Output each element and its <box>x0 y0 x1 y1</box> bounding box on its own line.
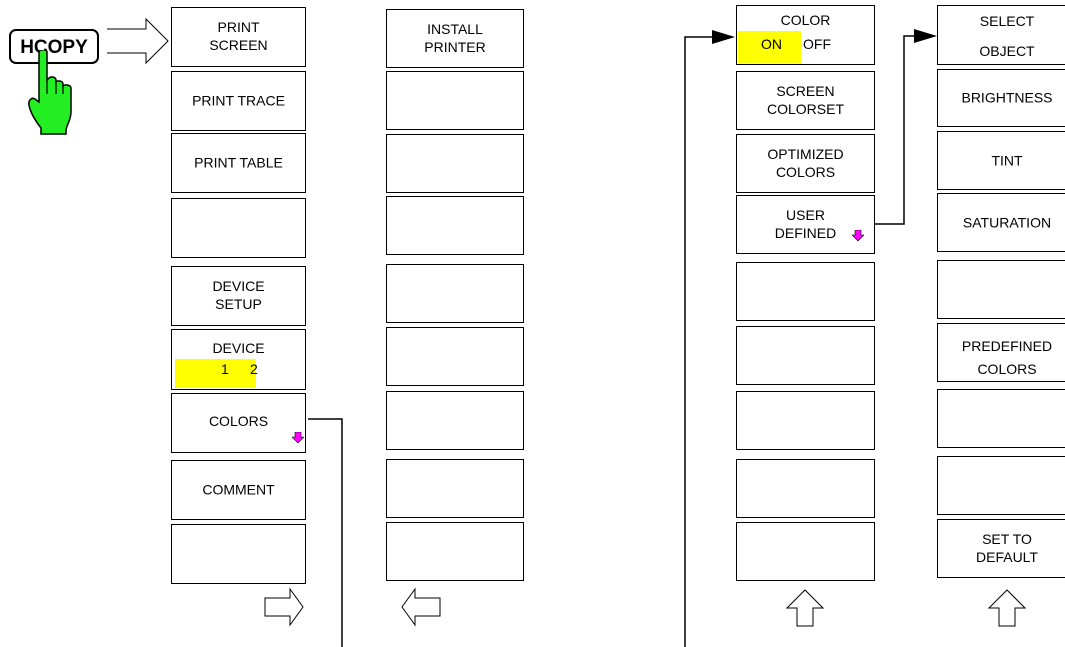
colors-wire-up <box>684 36 722 647</box>
empty-softkey-3[interactable] <box>386 71 524 130</box>
predefined-colors-softkey[interactable]: PREDEFINED COLORS <box>937 323 1065 382</box>
device-softkey[interactable]: DEVICE 1 2 <box>171 329 306 390</box>
user-defined-wire <box>875 35 924 225</box>
empty-softkey-6[interactable] <box>386 264 524 323</box>
install-printer-softkey[interactable]: INSTALL PRINTER <box>386 9 524 68</box>
finger-press-icon <box>28 50 72 135</box>
empty-softkey-14[interactable] <box>736 459 875 518</box>
colors-softkey[interactable]: COLORS <box>171 393 306 453</box>
next-arrow-icon <box>264 587 304 627</box>
device-setup-softkey[interactable]: DEVICE SETUP <box>171 266 306 326</box>
empty-softkey-13[interactable] <box>736 391 875 450</box>
empty-softkey-11[interactable] <box>736 262 875 321</box>
empty-softkey-18[interactable] <box>937 456 1065 515</box>
color-on-highlight <box>738 31 801 63</box>
saturation-softkey[interactable]: SATURATION <box>937 193 1065 252</box>
device-1-highlight <box>175 359 256 388</box>
empty-softkey-8[interactable] <box>386 391 524 450</box>
brightness-softkey[interactable]: BRIGHTNESS <box>937 69 1065 127</box>
empty-softkey-5[interactable] <box>386 196 524 255</box>
color-softkey[interactable]: COLOR ON OFF <box>736 5 875 65</box>
print-table-softkey[interactable]: PRINT TABLE <box>171 133 306 193</box>
back-arrow-icon <box>401 587 441 627</box>
empty-softkey-17[interactable] <box>937 389 1065 448</box>
up-arrow-icon-menu3 <box>785 589 825 627</box>
color-off-option: OFF <box>803 36 831 52</box>
optimized-colors-softkey[interactable]: OPTIMIZED COLORS <box>736 134 875 193</box>
up-arrow-icon-menu4 <box>987 589 1027 627</box>
empty-softkey-16[interactable] <box>937 260 1065 319</box>
empty-softkey-15[interactable] <box>736 522 875 581</box>
hcopy-hardkey[interactable]: HCOPY <box>9 29 99 64</box>
tint-softkey[interactable]: TINT <box>937 131 1065 190</box>
empty-softkey-7[interactable] <box>386 327 524 386</box>
screen-colorset-softkey[interactable]: SCREEN COLORSET <box>736 71 875 130</box>
device-option-2: 2 <box>250 361 258 377</box>
hcopy-arrow-icon <box>107 17 169 65</box>
color-arrowhead-icon <box>712 30 735 44</box>
print-screen-softkey[interactable]: PRINT SCREEN <box>171 7 306 67</box>
empty-softkey-10[interactable] <box>386 522 524 581</box>
select-object-arrowhead-icon <box>914 29 937 43</box>
hcopy-label: HCOPY <box>20 37 88 58</box>
color-on-option: ON <box>761 36 782 52</box>
user-defined-softkey[interactable]: USER DEFINED <box>736 195 875 254</box>
empty-softkey-12[interactable] <box>736 326 875 385</box>
print-trace-softkey[interactable]: PRINT TRACE <box>171 71 306 131</box>
empty-softkey-1[interactable] <box>171 198 306 258</box>
select-object-softkey[interactable]: SELECT OBJECT <box>937 5 1065 65</box>
set-to-default-softkey[interactable]: SET TO DEFAULT <box>937 519 1065 578</box>
empty-softkey-2[interactable] <box>171 524 306 584</box>
empty-softkey-9[interactable] <box>386 459 524 518</box>
empty-softkey-4[interactable] <box>386 134 524 193</box>
comment-softkey[interactable]: COMMENT <box>171 460 306 520</box>
more-arrow-icon <box>292 432 304 443</box>
device-option-1: 1 <box>221 361 229 377</box>
more-arrow-icon <box>852 230 864 241</box>
colors-wire <box>308 418 343 647</box>
